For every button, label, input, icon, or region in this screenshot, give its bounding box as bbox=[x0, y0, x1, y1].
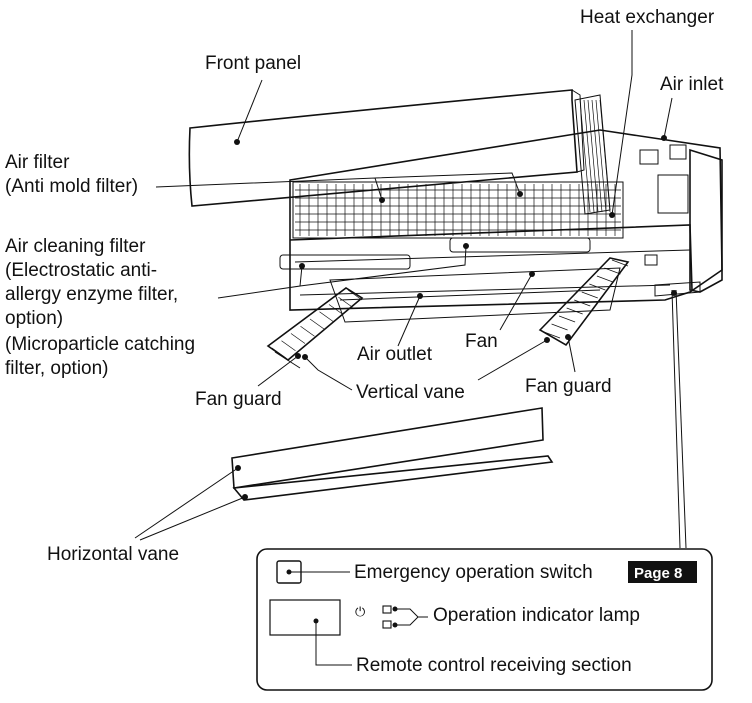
guard-rib bbox=[319, 311, 334, 323]
guard-rib bbox=[589, 283, 606, 291]
fin-line bbox=[591, 99, 603, 213]
guard-rib bbox=[551, 323, 568, 331]
guard-rib bbox=[566, 307, 583, 315]
indoor-unit-body bbox=[289, 129, 723, 323]
label-air-cleaning-sub1: (Electrostatic anti- bbox=[5, 260, 157, 281]
page-ref-badge bbox=[628, 561, 697, 583]
guard-rib bbox=[604, 267, 621, 275]
guard-rib bbox=[543, 331, 561, 339]
guard-rib bbox=[581, 291, 598, 299]
label-fan: Fan bbox=[465, 331, 498, 352]
label-front-panel: Front panel bbox=[205, 53, 301, 74]
label-heat-exchanger: Heat exchanger bbox=[580, 7, 715, 28]
label-fan-guard-right: Fan guard bbox=[525, 376, 612, 397]
left-fan-guard bbox=[266, 287, 364, 369]
indicator-lamp-1-icon bbox=[382, 605, 392, 614]
label-horizontal-vane: Horizontal vane bbox=[47, 544, 179, 565]
label-air-filter-sub: (Anti mold filter) bbox=[5, 176, 138, 197]
label-air-cleaning-sub4: (Microparticle catching bbox=[5, 334, 195, 355]
filter-grid bbox=[279, 94, 624, 270]
control-inset: Emergency operation switch Page 8 Remote… bbox=[256, 548, 713, 691]
remote-receiver-window bbox=[269, 599, 341, 636]
label-indicator-lamp: Operation indicator lamp bbox=[433, 605, 640, 626]
label-air-cleaning-sub2: allergy enzyme filter, bbox=[5, 284, 178, 305]
guard-rib bbox=[558, 315, 576, 323]
guard-rib bbox=[309, 318, 325, 330]
label-emergency-switch: Emergency operation switch bbox=[354, 562, 593, 583]
right-fan-guard bbox=[538, 257, 630, 347]
page-ref-text: Page 8 bbox=[634, 565, 682, 582]
fin-line bbox=[587, 99, 599, 213]
fin-line bbox=[599, 99, 611, 213]
label-air-outlet: Air outlet bbox=[357, 344, 433, 365]
label-fan-guard-left: Fan guard bbox=[195, 389, 282, 410]
guard-rib bbox=[596, 275, 614, 283]
part-labels: Heat exchanger Front panel Air inlet Air… bbox=[5, 7, 724, 565]
label-air-cleaning-filter: Air cleaning filter bbox=[5, 236, 146, 257]
label-vertical-vane: Vertical vane bbox=[356, 382, 465, 403]
label-air-filter: Air filter bbox=[5, 152, 70, 173]
label-air-inlet: Air inlet bbox=[660, 74, 724, 95]
guard-rib bbox=[338, 296, 353, 308]
guard-rib bbox=[281, 340, 296, 352]
guard-rib bbox=[328, 304, 344, 315]
guard-rib bbox=[611, 259, 629, 267]
label-air-cleaning-sub3: option) bbox=[5, 308, 63, 329]
indicator-lamp-2-icon bbox=[382, 620, 392, 629]
power-symbol-icon: ⏻ bbox=[355, 605, 365, 620]
guard-rib bbox=[290, 333, 306, 344]
leader-lines bbox=[134, 30, 687, 549]
horizontal-vane bbox=[231, 407, 554, 501]
fin-line bbox=[595, 99, 607, 213]
guard-rib bbox=[300, 325, 315, 337]
label-air-cleaning-sub5: filter, option) bbox=[5, 358, 109, 379]
fin-line bbox=[583, 99, 595, 213]
label-remote-receiver: Remote control receiving section bbox=[356, 655, 632, 676]
guard-rib bbox=[347, 289, 363, 301]
guard-rib bbox=[271, 347, 287, 359]
front-panel bbox=[188, 89, 585, 207]
guard-rib bbox=[574, 299, 591, 307]
